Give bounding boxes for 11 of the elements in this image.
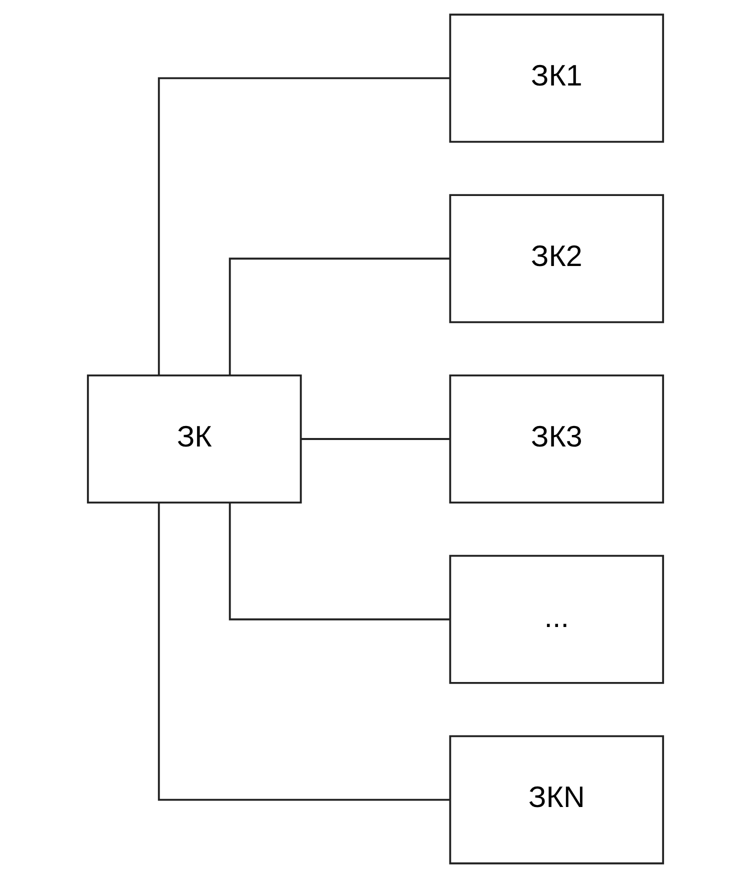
connector — [300, 438, 450, 440]
connector — [157, 77, 450, 376]
node-box: ЗК3 — [448, 374, 664, 504]
connector — [228, 258, 450, 376]
node-box: ... — [448, 554, 664, 684]
connector — [157, 502, 450, 801]
node-box: ЗКN — [448, 735, 664, 864]
node-box: ЗК1 — [448, 14, 664, 143]
node-box: ЗК2 — [448, 194, 664, 324]
node-box: ЗК — [86, 374, 302, 504]
connector — [228, 502, 450, 620]
